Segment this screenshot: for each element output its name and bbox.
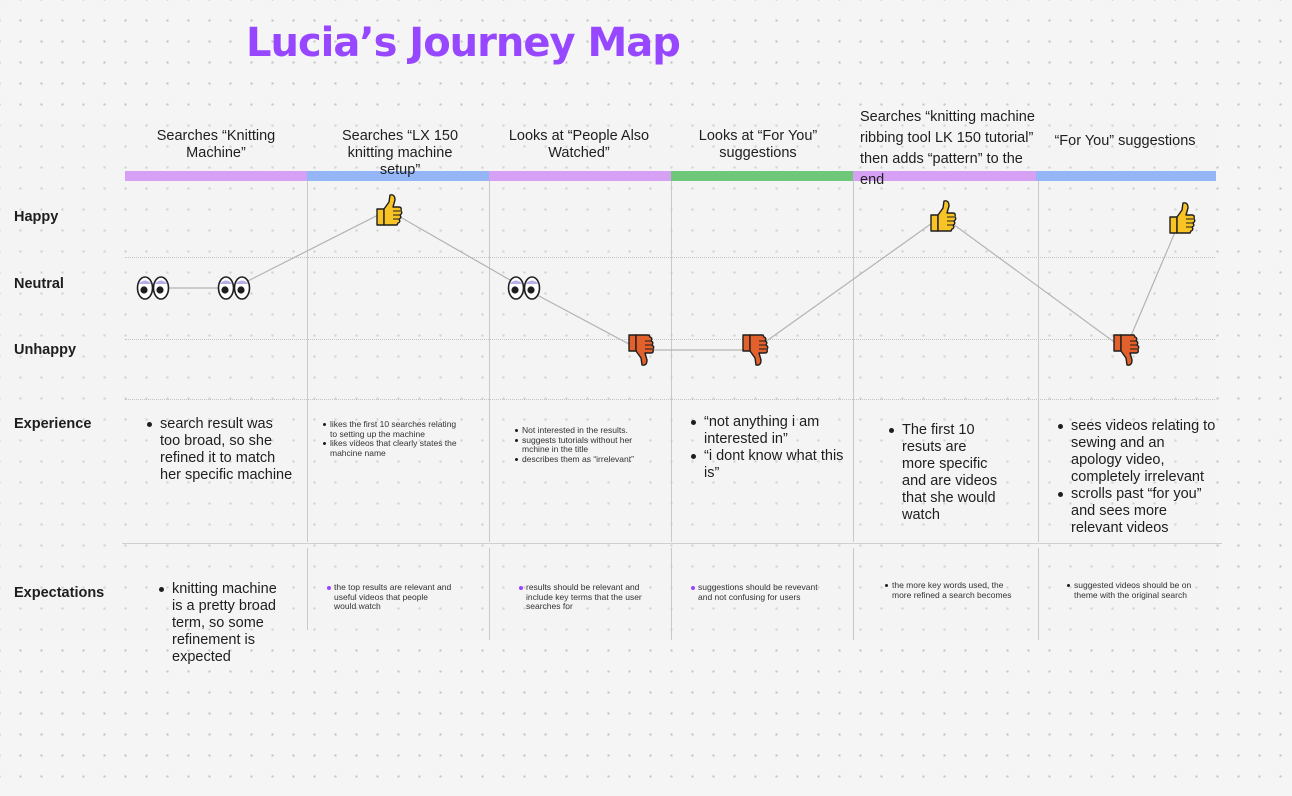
eyes-icon (217, 276, 251, 300)
experience-item: sees videos relating to sewing and an ap… (1057, 418, 1217, 486)
stage-bar (125, 171, 307, 181)
experience-item: likes the first 10 searches relating to … (322, 419, 462, 439)
journey-connector (941, 215, 1126, 351)
experience-item: Not interested in the results. (514, 425, 646, 436)
column-divider (671, 181, 672, 542)
stage-title: “For You” suggestions (1054, 133, 1196, 149)
stage-title: Looks at “People Also Watched” (508, 128, 650, 161)
eyes-icon (507, 276, 541, 300)
row-divider (125, 399, 1215, 400)
journey-connector (1124, 217, 1182, 351)
eyes-icon (136, 276, 170, 300)
row-label-experience: Experience (14, 416, 92, 432)
stage-title: Searches “Knitting Machine” (156, 128, 276, 161)
experience-cell: search result was too broad, so she refi… (146, 416, 296, 484)
column-divider (307, 548, 308, 630)
stage-title: Searches “knitting machine ribbing tool … (860, 109, 1035, 188)
thumbs-up-icon (1169, 202, 1196, 234)
experience-item: search result was too broad, so she refi… (146, 416, 296, 484)
journey-connector (233, 209, 389, 289)
emotion-line (153, 209, 1182, 351)
journey-connector (753, 215, 943, 351)
row-label-unhappy: Unhappy (14, 342, 77, 358)
journey-connector (523, 287, 641, 351)
expectation-item: suggested videos should be on theme with… (1066, 580, 1206, 600)
column-divider (307, 181, 308, 542)
row-divider (122, 543, 1222, 544)
expectation-cell: suggested videos should be on theme with… (1066, 580, 1206, 600)
thumbs-down-icon (1113, 334, 1140, 366)
experience-cell: sees videos relating to sewing and an ap… (1057, 418, 1217, 537)
journey-map-board (0, 121, 1216, 640)
expectation-cell: knitting machine is a pretty broad term,… (158, 581, 278, 666)
row-divider (125, 257, 1215, 258)
experience-item: suggests tutorials without her mchine in… (514, 435, 646, 455)
expectation-cell: suggestions should be revevant and not c… (690, 582, 822, 602)
thumbs-up-icon (930, 200, 957, 232)
column-divider (1038, 181, 1039, 542)
thumbs-down-icon (742, 334, 769, 366)
experience-cell: The first 10 resuts are more specific an… (888, 422, 998, 524)
stage-bar (489, 171, 671, 181)
experience-item: scrolls past “for you” and sees more rel… (1057, 486, 1217, 537)
experience-item: “i dont know what this is” (690, 448, 846, 482)
thumbs-up-icon (376, 194, 403, 226)
stage-title: Looks at “For You” suggestions (698, 128, 818, 161)
stage-title: Searches “LX 150 knitting machine setup” (341, 128, 459, 178)
column-divider (1038, 548, 1039, 640)
expectation-item: the top results are relevant and useful … (326, 582, 452, 612)
thumbs-down-icon (628, 334, 655, 366)
row-label-neutral: Neutral (14, 276, 64, 292)
stage-bar (853, 171, 1036, 181)
column-divider (853, 548, 854, 640)
expectation-item: results should be relevant and include k… (518, 582, 648, 612)
expectation-item: suggestions should be revevant and not c… (690, 582, 822, 602)
journey-connector (387, 209, 525, 289)
expectation-item: knitting machine is a pretty broad term,… (158, 581, 278, 666)
expectation-cell: results should be relevant and include k… (518, 582, 648, 612)
stage-bar (1036, 171, 1216, 181)
experience-item: The first 10 resuts are more specific an… (888, 422, 998, 524)
expectation-cell: the more key words used, the more refine… (884, 580, 1012, 600)
experience-cell: likes the first 10 searches relating to … (322, 419, 462, 458)
experience-cell: Not interested in the results. suggests … (514, 425, 646, 465)
experience-item: describes them as “irrelevant” (514, 454, 646, 465)
column-divider (853, 181, 854, 542)
experience-item: likes videos that clearly states the mah… (322, 438, 462, 458)
stage-bar (671, 171, 853, 181)
row-divider (125, 339, 1215, 340)
page-title: Lucia’s Journey Map (246, 20, 681, 66)
stage-bar (307, 171, 489, 181)
row-label-expectations: Expectations (14, 585, 105, 601)
expectation-cell: the top results are relevant and useful … (326, 582, 452, 612)
expectation-item: the more key words used, the more refine… (884, 580, 1012, 600)
column-divider (671, 548, 672, 640)
column-divider (489, 181, 490, 542)
experience-cell: “not anything i am interested in” “i don… (690, 414, 846, 482)
column-divider (489, 548, 490, 640)
experience-item: “not anything i am interested in” (690, 414, 846, 448)
row-label-happy: Happy (14, 209, 59, 225)
